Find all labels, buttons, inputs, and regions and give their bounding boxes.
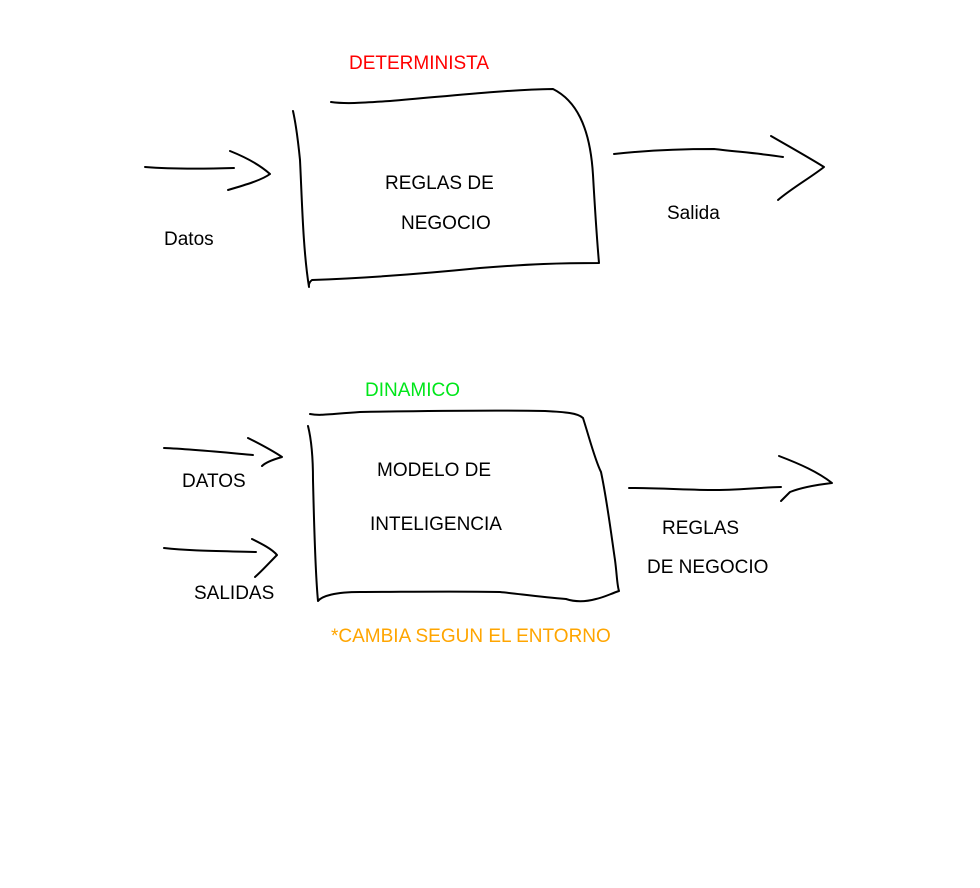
bottom-input2-label: SALIDAS (194, 583, 275, 604)
bottom-output-label-line2: DE NEGOCIO (647, 557, 769, 578)
top-input-label: Datos (164, 229, 214, 250)
bottom-input1-arrow (163, 437, 283, 467)
top-box-label-line2: NEGOCIO (401, 213, 491, 234)
bottom-output-label-line1: REGLAS (662, 518, 740, 539)
bottom-input2-arrow (163, 538, 278, 578)
bottom-box (307, 409, 620, 603)
bottom-box-label-line1: MODELO DE (377, 460, 492, 481)
top-output-label: Salida (667, 203, 720, 224)
top-box (292, 88, 600, 288)
bottom-output-arrow (628, 455, 833, 502)
dynamic-heading: DINAMICO (365, 380, 460, 401)
bottom-input1-label: DATOS (182, 471, 246, 492)
top-output-arrow (613, 135, 825, 201)
deterministic-heading: DETERMINISTA (349, 53, 490, 74)
environment-note: *CAMBIA SEGUN EL ENTORNO (331, 626, 611, 647)
top-box-label-line1: REGLAS DE (385, 173, 494, 194)
top-input-arrow (144, 150, 271, 191)
bottom-box-label-line2: INTELIGENCIA (370, 514, 502, 535)
